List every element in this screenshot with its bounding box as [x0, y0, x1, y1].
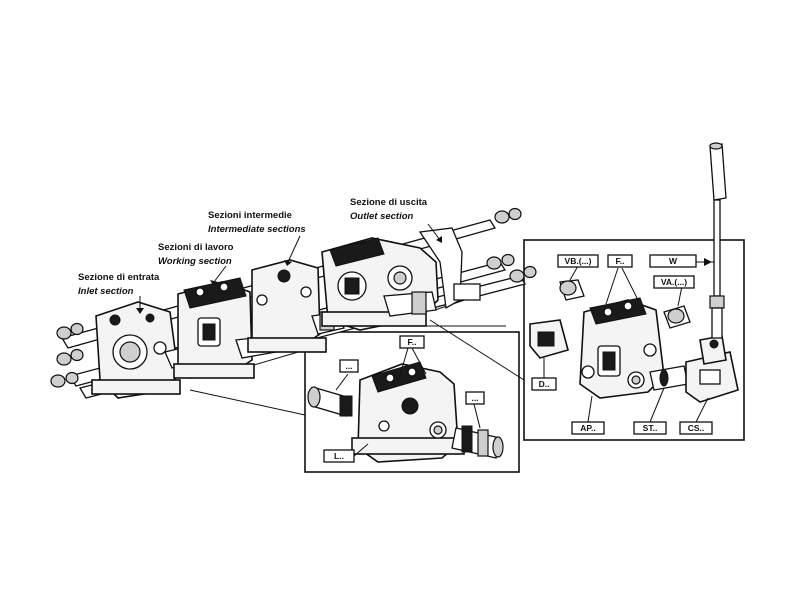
- tag-middle-left-dots: ...: [339, 359, 359, 373]
- nut-icon: [56, 352, 72, 366]
- va-plug-icon: [663, 305, 691, 329]
- svg-text:...: ...: [471, 393, 478, 403]
- tag-middle-f: F..: [399, 335, 425, 349]
- nut-icon-group-right: [486, 207, 537, 283]
- svg-text:F..: F..: [616, 256, 625, 266]
- svg-text:CS..: CS..: [688, 423, 705, 433]
- inlet-section-body: [91, 301, 197, 399]
- outlet-label-en: Outlet section: [350, 211, 414, 222]
- tag-right-st: ST..: [633, 421, 667, 435]
- inlet-label-en: Inlet section: [78, 286, 134, 297]
- outlet-section-detail-frame: [523, 239, 745, 441]
- nut-icon: [486, 256, 502, 270]
- nut-icon: [508, 207, 522, 221]
- working-section-label: Sezioni di lavoro Working section: [158, 242, 234, 285]
- nut-icon: [523, 265, 537, 279]
- detail-outlet-valve: [579, 297, 665, 399]
- outlet-label-it: Sezione di uscita: [350, 197, 428, 208]
- nut-icon: [50, 374, 66, 388]
- tag-middle-l: L..: [323, 449, 355, 463]
- intermediate-label-it: Sezioni intermedie: [208, 210, 292, 221]
- nut-icon: [70, 348, 84, 362]
- tag-middle-right-dots: ...: [465, 391, 485, 405]
- working-section-detail-frame: [304, 331, 520, 473]
- intermediate-section-label: Sezioni intermedie Intermediate sections: [208, 210, 306, 266]
- svg-text:AP..: AP..: [580, 423, 595, 433]
- outlet-section-label: Sezione di uscita Outlet section: [350, 197, 442, 243]
- detail-working-valve: [351, 361, 465, 463]
- arrow-icon: [704, 258, 712, 266]
- spool-icon: [307, 386, 353, 417]
- nut-icon: [494, 210, 510, 224]
- nut-icon: [509, 269, 525, 283]
- svg-text:VB.(...): VB.(...): [565, 256, 592, 266]
- svg-text:F..: F..: [408, 337, 417, 347]
- working-section-body: [173, 277, 283, 379]
- right-leaders: [543, 261, 714, 423]
- vb-plug-icon: [559, 279, 585, 301]
- working-label-en: Working section: [158, 256, 232, 267]
- svg-text:W: W: [669, 256, 678, 266]
- d-cap-icon: [529, 319, 569, 359]
- working-label-it: Sezioni di lavoro: [158, 242, 234, 253]
- nut-icon: [65, 371, 79, 385]
- svg-text:...: ...: [345, 361, 352, 371]
- tag-right-va: VA.(...): [653, 275, 695, 289]
- nut-icon-group-left: [50, 322, 84, 388]
- tag-right-w: W: [649, 254, 697, 268]
- svg-text:L..: L..: [334, 451, 344, 461]
- middle-leaders: [335, 347, 481, 457]
- outlet-section-body: [321, 227, 481, 331]
- nut-icon: [56, 326, 72, 340]
- tag-right-f: F..: [607, 254, 633, 268]
- inlet-label-it: Sezione di entrata: [78, 272, 160, 283]
- nut-icon: [501, 253, 515, 267]
- lever-icon: [709, 142, 727, 339]
- tag-right-d: D..: [531, 377, 557, 391]
- svg-text:ST..: ST..: [643, 423, 658, 433]
- cs-lever-box-icon: [685, 335, 739, 403]
- svg-text:VA.(...): VA.(...): [661, 277, 687, 287]
- tag-right-vb: VB.(...): [557, 254, 599, 268]
- nut-icon: [70, 322, 84, 336]
- spool-icon: [451, 425, 504, 459]
- svg-text:D..: D..: [539, 379, 550, 389]
- tag-right-cs: CS..: [679, 421, 713, 435]
- tag-right-ap: AP..: [571, 421, 605, 435]
- intermediate-label-en: Intermediate sections: [208, 224, 306, 235]
- inlet-section-label: Sezione di entrata Inlet section: [78, 272, 160, 314]
